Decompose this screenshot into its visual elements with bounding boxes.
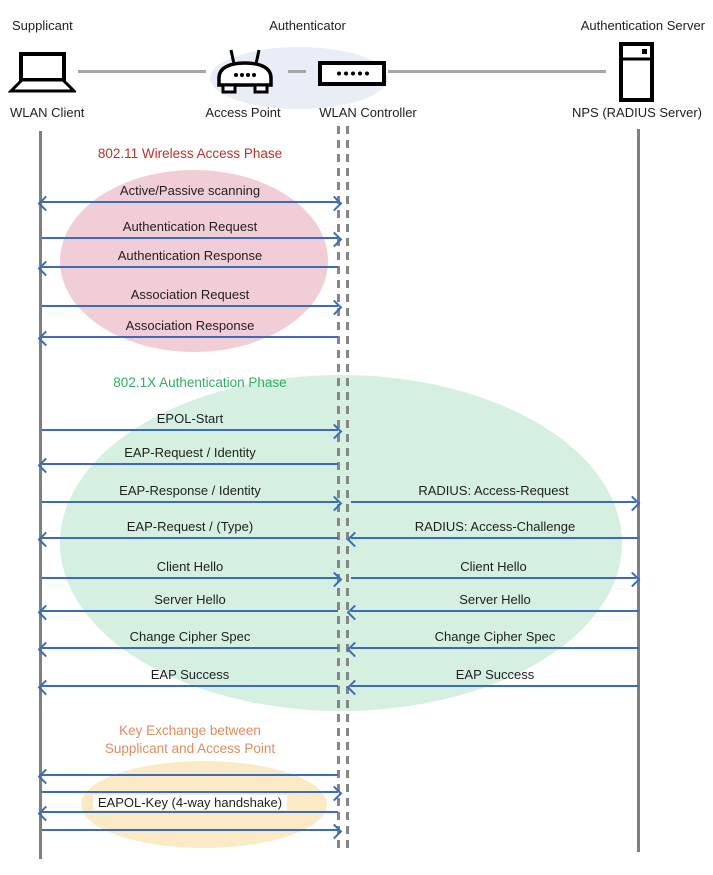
arrow-right: [351, 571, 641, 587]
message-label: Active/Passive scanning: [119, 183, 261, 198]
lifeline-wlan-controller-dash-2: [346, 126, 349, 852]
message-label: EAP-Request / Identity: [124, 445, 256, 460]
message-eap-request-type: EAP-Request / (Type): [37, 519, 338, 547]
message-eap-success-left: EAP Success: [37, 667, 338, 695]
message-association-response: Association Response: [37, 318, 338, 346]
device-label-access-point: Access Point: [205, 105, 281, 120]
message-label: Authentication Response: [117, 248, 263, 263]
arrow-right: [42, 423, 343, 439]
arrow-left: [346, 679, 639, 695]
arrow-right: [42, 495, 343, 511]
arrow-left: [346, 641, 639, 657]
message-label: Server Hello: [154, 592, 226, 607]
lifeline-nps-server: [637, 129, 640, 852]
arrow-left: [37, 457, 338, 473]
message-label: EAP Success: [150, 667, 230, 682]
phase-title-key-exchange-line2: Supplicant and Access Point: [104, 741, 276, 756]
arrow-right: [42, 299, 343, 315]
device-label-nps: NPS (RADIUS Server): [571, 105, 703, 120]
message-eap-request-identity: EAP-Request / Identity: [37, 445, 338, 473]
message-authentication-request: Authentication Request: [42, 219, 343, 247]
message-label: RADIUS: Access-Request: [418, 483, 569, 498]
message-label: EAP Success: [455, 667, 535, 682]
lifeline-wlan-client: [39, 131, 42, 859]
message-label: Association Response: [125, 318, 255, 333]
lifeline-wlan-controller-dash-1: [337, 126, 340, 852]
arrow-right: [42, 231, 343, 247]
message-radius-access-challenge: RADIUS: Access-Challenge: [346, 519, 639, 547]
arrow-left: [37, 641, 338, 657]
message-change-cipher-spec-left: Change Cipher Spec: [37, 629, 338, 657]
handshake-arrow-1: [37, 768, 338, 784]
arrow-right: [42, 571, 343, 587]
arrow-left: [346, 531, 639, 547]
phase-title-80211: 802.11 Wireless Access Phase: [97, 146, 283, 161]
arrow-left: [37, 531, 338, 547]
message-eap-response-identity: EAP-Response / Identity: [42, 483, 343, 511]
message-eapol-key-label: EAPOL-Key (4-way handshake): [42, 795, 338, 810]
message-label: EAP-Response / Identity: [119, 483, 261, 498]
message-label: Authentication Request: [122, 219, 258, 234]
message-radius-access-request: RADIUS: Access-Request: [351, 483, 641, 511]
message-server-hello-right: Server Hello: [346, 592, 639, 620]
message-label: RADIUS: Access-Challenge: [414, 519, 576, 534]
message-eap-success-right: EAP Success: [346, 667, 639, 695]
device-label-wlan-controller: WLAN Controller: [319, 105, 417, 120]
message-label: Server Hello: [459, 592, 531, 607]
arrow-left: [37, 260, 338, 276]
message-label: EPOL-Start: [156, 411, 224, 426]
message-server-hello-left: Server Hello: [37, 592, 338, 620]
handshake-arrow-2: [42, 785, 343, 801]
wlan-controller-icon: [318, 61, 386, 91]
arrow-right: [351, 495, 641, 511]
role-label-supplicant: Supplicant: [12, 18, 73, 33]
arrow-left: [37, 679, 338, 695]
connector-ap-controller: [288, 70, 306, 73]
laptop-icon: [7, 52, 78, 99]
server-icon: [618, 42, 656, 107]
connector-client-ap: [78, 70, 206, 73]
phase-title-8021x: 802.1X Authentication Phase: [113, 375, 287, 390]
message-client-hello-left: Client Hello: [42, 559, 343, 587]
phase-title-key-exchange: Key Exchange between Supplicant and Acce…: [42, 722, 338, 758]
message-label: Client Hello: [460, 559, 527, 574]
message-authentication-response: Authentication Response: [37, 248, 338, 276]
message-label: Change Cipher Spec: [434, 629, 556, 644]
authentication-phase-ellipse: [60, 375, 622, 711]
message-label: Change Cipher Spec: [129, 629, 251, 644]
arrow-left: [346, 604, 639, 620]
arrow-left: [37, 330, 338, 346]
access-point-icon: [213, 47, 277, 104]
device-label-wlan-client: WLAN Client: [10, 105, 85, 120]
message-label: EAP-Request / (Type): [126, 519, 254, 534]
connector-controller-server: [388, 70, 606, 73]
wireless-access-phase-ellipse: [60, 170, 328, 352]
message-label: Association Request: [130, 287, 250, 302]
arrow-left: [37, 604, 338, 620]
message-label: Client Hello: [156, 559, 224, 574]
role-label-authentication-server: Authentication Server: [580, 18, 705, 33]
message-epol-start: EPOL-Start: [42, 411, 343, 439]
message-client-hello-right: Client Hello: [351, 559, 641, 587]
handshake-arrow-3: [37, 805, 338, 821]
message-active-passive-scanning: Active/Passive scanning: [37, 183, 343, 211]
message-association-request: Association Request: [42, 287, 343, 315]
handshake-arrow-4: [42, 823, 343, 839]
role-label-authenticator: Authenticator: [269, 18, 346, 33]
arrow-both: [37, 195, 343, 211]
phase-title-key-exchange-line1: Key Exchange between: [119, 723, 261, 738]
message-change-cipher-spec-right: Change Cipher Spec: [346, 629, 639, 657]
